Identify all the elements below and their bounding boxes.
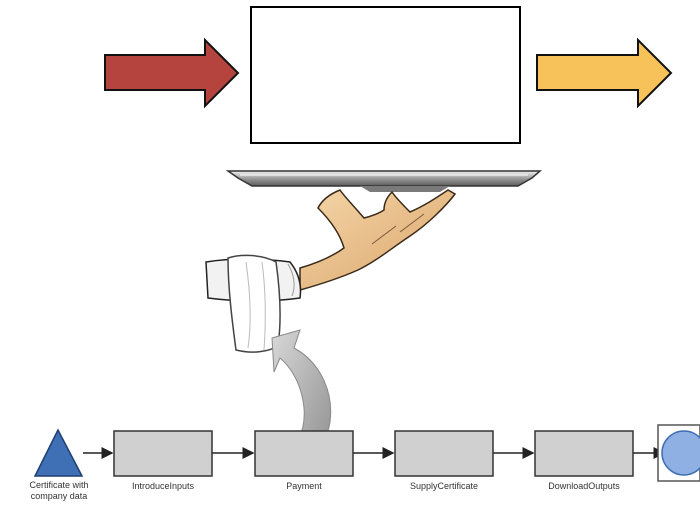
tray-icon [225,170,542,187]
process-box [250,6,521,144]
input-arrow [104,37,240,109]
output-arrow [536,37,673,109]
step-supply-certificate-label: SupplyCertificate [410,481,478,491]
start-node [33,428,84,477]
end-node [661,430,700,476]
step-introduce-inputs [113,430,213,477]
step-payment [254,430,354,477]
step-payment-label: Payment [286,481,322,491]
step-introduce-inputs-label: IntroduceInputs [132,481,195,491]
start-node-label-line2: company data [31,491,88,501]
process-flow: Certificate with company data IntroduceI… [29,424,700,501]
step-download-outputs-label: DownloadOutputs [548,481,620,491]
step-download-outputs [534,430,634,477]
step-supply-certificate [394,430,494,477]
start-node-label-line1: Certificate with [29,480,88,490]
waiter-hand-illustration [205,170,542,353]
